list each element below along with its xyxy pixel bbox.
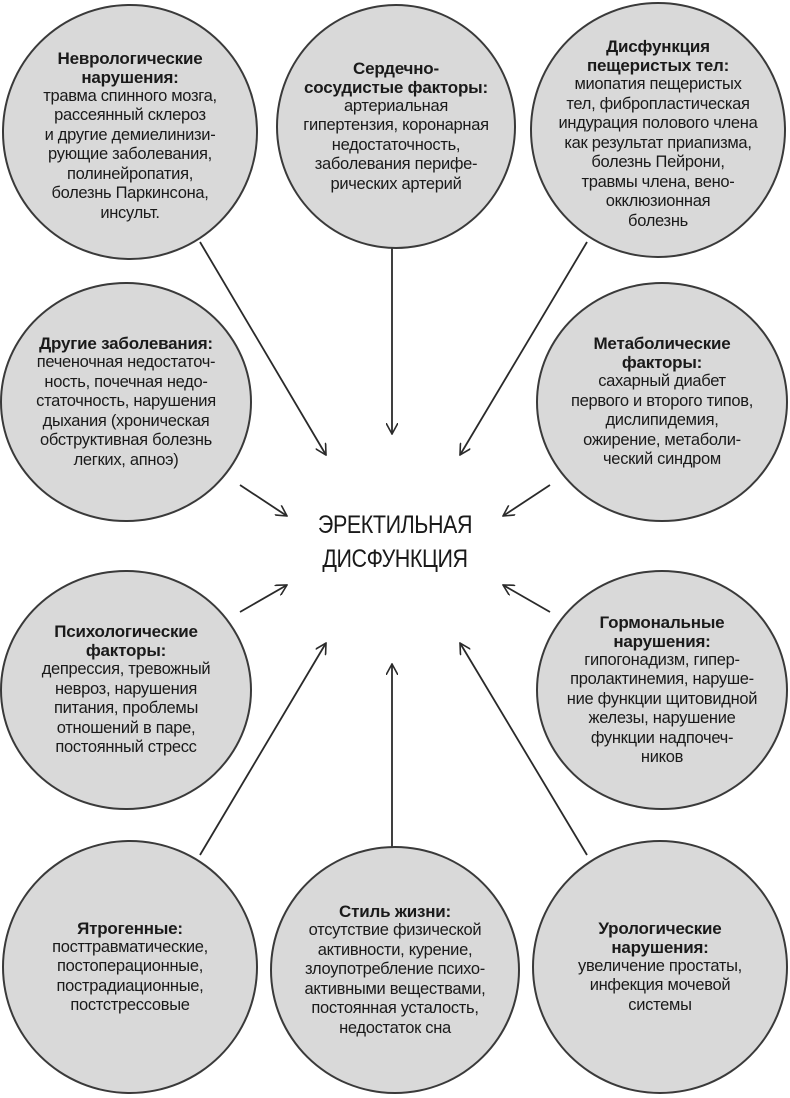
factor-body: гипогонадизм, гипер- пролактинемия, нару… [566,650,758,767]
factor-title: Сердечно- сосудистые факторы: [304,58,488,97]
arrow-other [239,484,287,516]
factor-title: Гормональные нарушения: [599,612,725,651]
factor-body: печеночная недостаточ- ность, почечная н… [36,353,216,469]
arrow-metabolic [503,484,551,516]
center-label: ЭРЕКТИЛЬНАЯ ДИСФУНКЦИЯ [317,511,473,573]
factor-body: сахарный диабет первого и второго типов,… [570,372,754,469]
factor-neuro: Неврологические нарушения: травма спинно… [2,4,258,260]
factor-body: артериальная гипертензия, коронарная нед… [303,96,489,193]
factor-title: Стиль жизни: [339,902,451,921]
arrow-psycho [239,585,287,613]
factor-title: Неврологические нарушения: [57,48,203,87]
factor-title: Урологические нарушения: [598,918,722,957]
factor-title: Другие заболевания: [39,334,213,353]
factor-cavernous: Дисфункция пещеристых тел: миопатия пеще… [530,2,786,258]
factor-metabolic: Метаболические факторы: сахарный диабет … [536,282,788,522]
factor-body: травма спинного мозга, рассеянный склеро… [43,86,217,222]
factor-body: увеличение простаты, инфекция мочевой си… [578,956,742,1014]
factor-body: посттравматические, постоперационные, по… [52,937,208,1015]
factor-body: депрессия, тревожный невроз, нарушения п… [41,660,211,757]
factor-title: Метаболические факторы: [593,334,731,373]
arrow-cavernous [460,241,588,455]
arrow-iatrogenic [199,643,326,856]
arrow-urologic [460,643,588,856]
factor-title: Психологические факторы: [54,622,198,661]
factor-cardio: Сердечно- сосудистые факторы: артериальн… [276,4,516,249]
factor-other: Другие заболевания: печеночная недостато… [0,282,252,522]
arrow-hormonal [503,585,551,613]
factor-body: миопатия пещеристых тел, фибропластическ… [558,75,758,230]
factor-iatrogenic: Ятрогенные: посттравматические, постопер… [2,840,258,1094]
factor-psycho: Психологические факторы: депрессия, трев… [0,570,252,810]
factor-urologic: Урологические нарушения: увеличение прос… [532,840,788,1094]
factor-title: Ятрогенные: [77,918,183,938]
factor-lifestyle: Стиль жизни: отсутствие физической актив… [270,846,520,1094]
factor-title: Дисфункция пещеристых тел: [586,37,730,75]
arrow-neuro [199,241,326,455]
factor-body: отсутствие физической активности, курени… [304,921,486,1037]
factor-hormonal: Гормональные нарушения: гипогонадизм, ги… [536,570,788,810]
